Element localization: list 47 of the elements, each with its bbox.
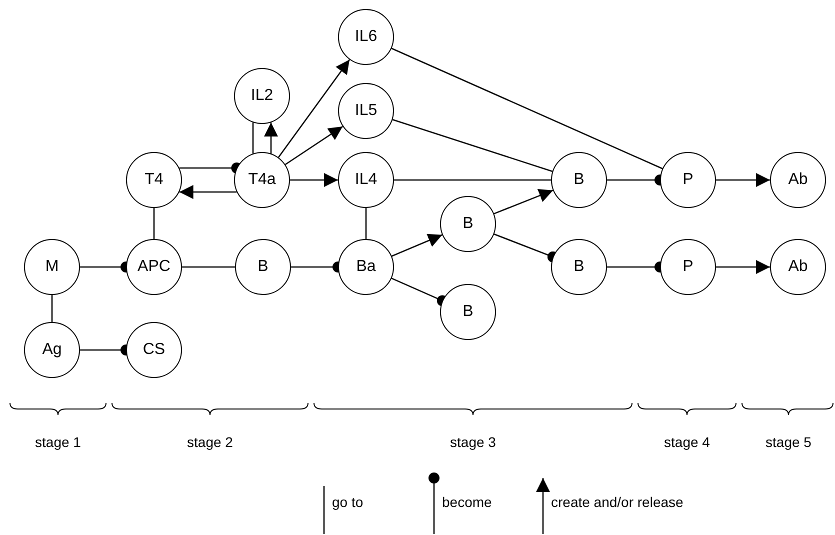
connector — [284, 126, 344, 166]
stage-label: stage 4 — [664, 434, 710, 450]
cell-label: B — [574, 171, 584, 189]
cell-label: IL6 — [354, 28, 378, 46]
stage-label: stage 1 — [35, 434, 81, 450]
cell-label: APC — [138, 258, 170, 276]
cell-label: T4 — [144, 171, 164, 189]
connector — [392, 234, 442, 257]
legend-label: become — [442, 494, 492, 510]
stage-label: stage 3 — [450, 434, 496, 450]
connector — [290, 173, 338, 187]
cell-label: T4a — [248, 171, 276, 189]
connector — [179, 185, 237, 199]
stage-label: stage 5 — [766, 434, 812, 450]
cell-label: P — [682, 258, 694, 276]
cell-label: CS — [142, 341, 166, 359]
legend-label: create and/or release — [551, 494, 684, 510]
connector — [182, 266, 235, 268]
cell-label: IL5 — [354, 102, 378, 120]
cell-label: Ba — [356, 258, 376, 276]
connector — [252, 122, 254, 154]
cell-label: B — [258, 258, 268, 276]
connector — [153, 208, 155, 239]
stage-label: stage 2 — [187, 434, 233, 450]
cell-label: B — [574, 258, 584, 276]
connector — [365, 208, 367, 239]
connector — [394, 179, 551, 181]
cell-label: M — [45, 258, 59, 276]
connector — [494, 188, 554, 214]
cell-label: B — [462, 303, 474, 321]
cell-label: Ab — [788, 258, 808, 276]
cell-label: IL4 — [354, 171, 378, 189]
cell-label: Ag — [42, 341, 62, 359]
connector — [716, 260, 770, 274]
cell-circle — [338, 9, 394, 65]
cell-label: IL2 — [250, 87, 274, 105]
cell-circle — [234, 152, 290, 208]
connector — [264, 122, 278, 154]
legend-label: go to — [332, 494, 364, 510]
connector — [392, 119, 553, 172]
connector — [51, 295, 53, 322]
connector — [278, 59, 350, 158]
cell-label: P — [682, 171, 694, 189]
cell-label: B — [462, 215, 474, 233]
connector — [391, 48, 663, 170]
connector — [716, 173, 770, 187]
cell-label: Ab — [788, 171, 808, 189]
